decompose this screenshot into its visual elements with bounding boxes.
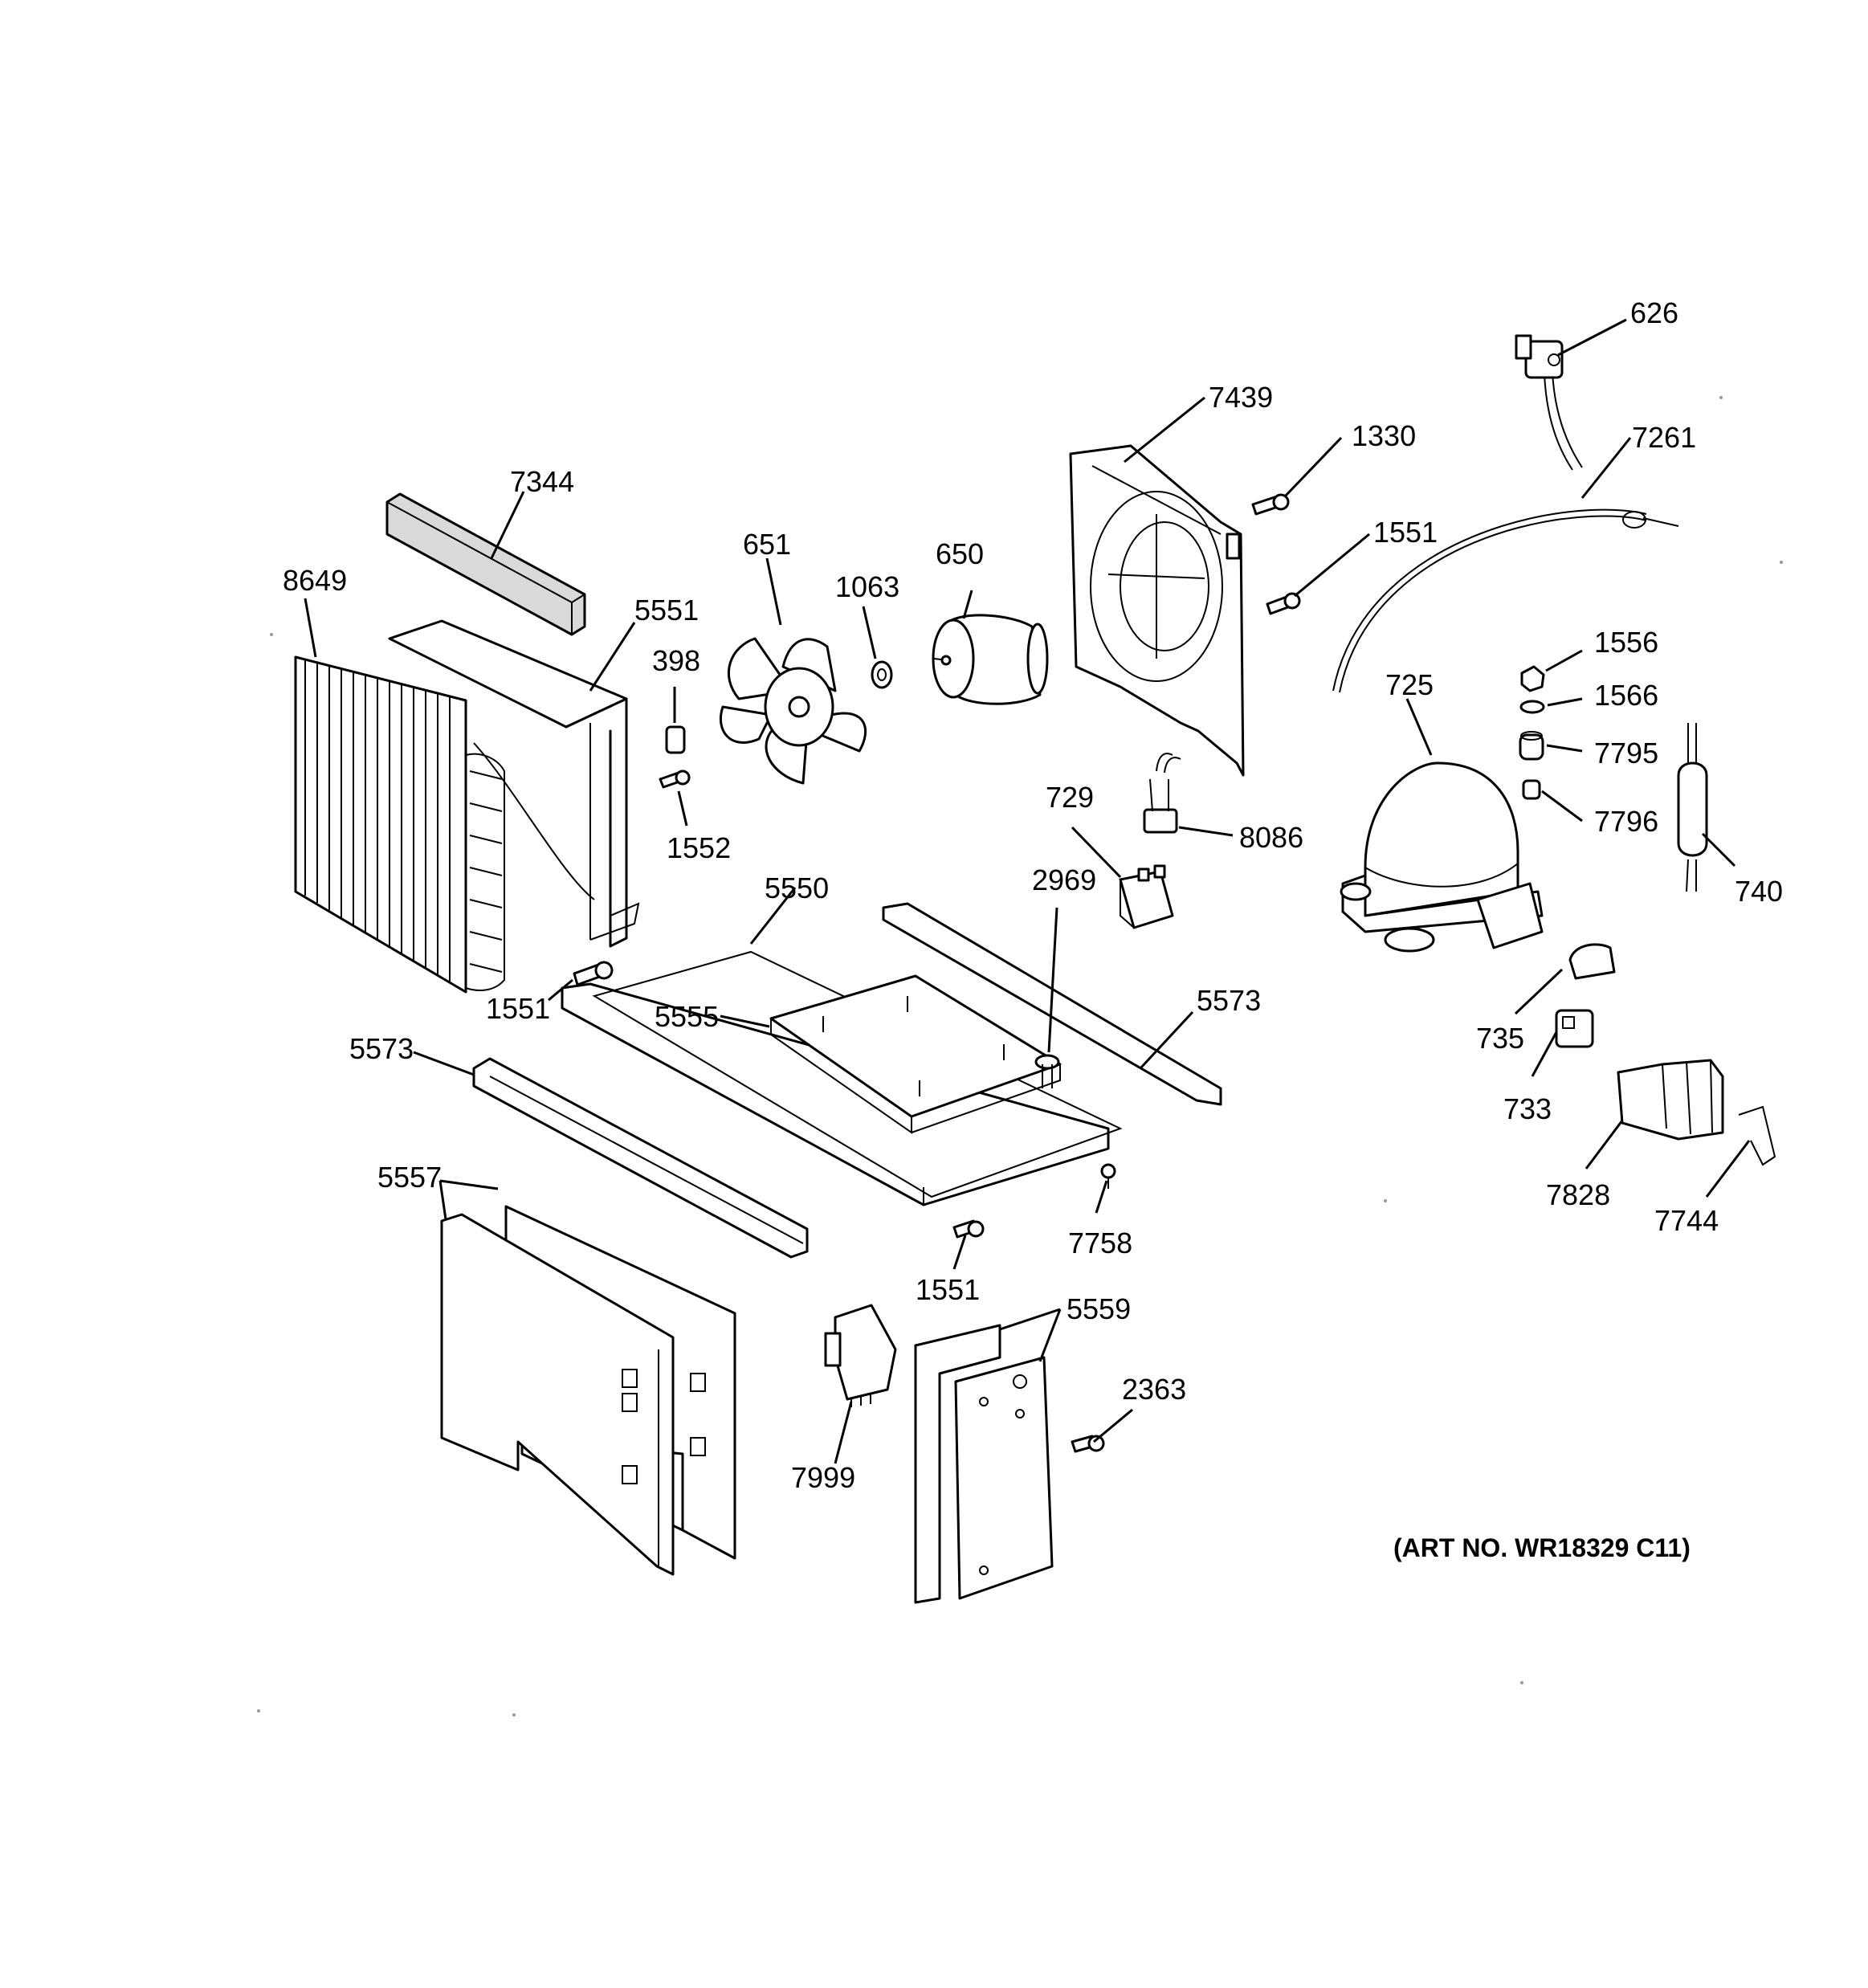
art-number: (ART NO. WR18329 C11): [1393, 1533, 1691, 1562]
label-8086: 8086: [1239, 821, 1303, 854]
condenser-bracket-5551: [388, 619, 640, 948]
screw-7758: [1100, 1163, 1116, 1189]
label-7744: 7744: [1654, 1204, 1719, 1237]
rail-5573-left: [472, 1057, 809, 1259]
label-2363: 2363: [1122, 1373, 1186, 1406]
nut-1556: [1520, 665, 1545, 692]
scan-specks: [257, 396, 1783, 1717]
label-729: 729: [1046, 781, 1094, 814]
grommet-7795: [1519, 731, 1544, 761]
label-650: 650: [936, 537, 984, 570]
wire-harness-7261: [1332, 508, 1679, 693]
part-number-labels: 626 7439 1330 7261 1551 7344 651 650 106…: [283, 296, 1783, 1494]
leader-lines: [304, 318, 1751, 1464]
label-5559: 5559: [1067, 1292, 1131, 1325]
label-735: 735: [1476, 1022, 1524, 1055]
drier-740: [1677, 723, 1708, 892]
label-5550: 5550: [765, 872, 829, 904]
capacitor-729: [1119, 864, 1174, 929]
label-7439: 7439: [1209, 381, 1273, 414]
washer-1063: [871, 660, 893, 689]
label-1556: 1556: [1594, 626, 1658, 659]
compressor-725: [1340, 761, 1544, 953]
defrost-timer-7999: [824, 1304, 897, 1407]
fan-shroud-7439: [1069, 444, 1245, 777]
label-651: 651: [743, 528, 791, 561]
fan-blade-651: [719, 637, 867, 785]
label-7796: 7796: [1594, 805, 1658, 838]
label-8649: 8649: [283, 564, 347, 597]
screw-1551-lower: [952, 1219, 985, 1239]
fan-motor-650: [932, 614, 1049, 705]
label-1551-left: 1551: [486, 992, 550, 1025]
screw-1552: [659, 769, 691, 789]
label-5551: 5551: [634, 594, 699, 627]
label-5573-right: 5573: [1197, 984, 1261, 1017]
foam-strip-7344: [385, 492, 586, 636]
clip-398: [665, 725, 686, 754]
wire-connector-8086: [1143, 753, 1181, 834]
label-7758: 7758: [1068, 1227, 1132, 1259]
washer-1566: [1519, 700, 1545, 714]
base-pan-5550: [561, 950, 1123, 1206]
label-5573-left: 5573: [349, 1032, 414, 1065]
overload-733: [1555, 1009, 1594, 1048]
label-398: 398: [652, 644, 700, 677]
label-733: 733: [1503, 1092, 1552, 1125]
label-5557: 5557: [377, 1161, 442, 1194]
label-7261: 7261: [1632, 421, 1696, 454]
label-1552: 1552: [667, 831, 731, 864]
label-7828: 7828: [1546, 1178, 1610, 1211]
label-1551-lower: 1551: [916, 1273, 980, 1306]
label-1566: 1566: [1594, 679, 1658, 712]
condenser-coil-8649: [294, 655, 505, 994]
label-1063: 1063: [835, 570, 899, 603]
tray-5555: [769, 974, 1062, 1134]
label-740: 740: [1735, 875, 1783, 908]
label-7344: 7344: [510, 465, 574, 498]
label-5555: 5555: [655, 1000, 719, 1033]
screw-1551-left: [573, 961, 614, 986]
sleeve-7796: [1522, 779, 1541, 800]
screw-2969: [1034, 1054, 1060, 1088]
label-2969: 2969: [1032, 863, 1096, 896]
relay-cover-735: [1568, 943, 1616, 980]
label-1330: 1330: [1352, 419, 1416, 452]
back-panel-5559: [914, 1324, 1054, 1604]
relay-7828: [1617, 1059, 1724, 1141]
label-1551-upper: 1551: [1373, 516, 1438, 549]
label-7795: 7795: [1594, 737, 1658, 769]
front-panel-5557: [440, 1205, 736, 1576]
screw-1551-upper: [1266, 592, 1301, 615]
label-7999: 7999: [791, 1461, 855, 1494]
screw-1330: [1251, 493, 1290, 516]
screw-2363: [1071, 1435, 1105, 1453]
label-626: 626: [1630, 296, 1678, 329]
clip-7744: [1738, 1105, 1776, 1166]
label-725: 725: [1385, 668, 1434, 701]
power-cord-626: [1515, 334, 1583, 471]
